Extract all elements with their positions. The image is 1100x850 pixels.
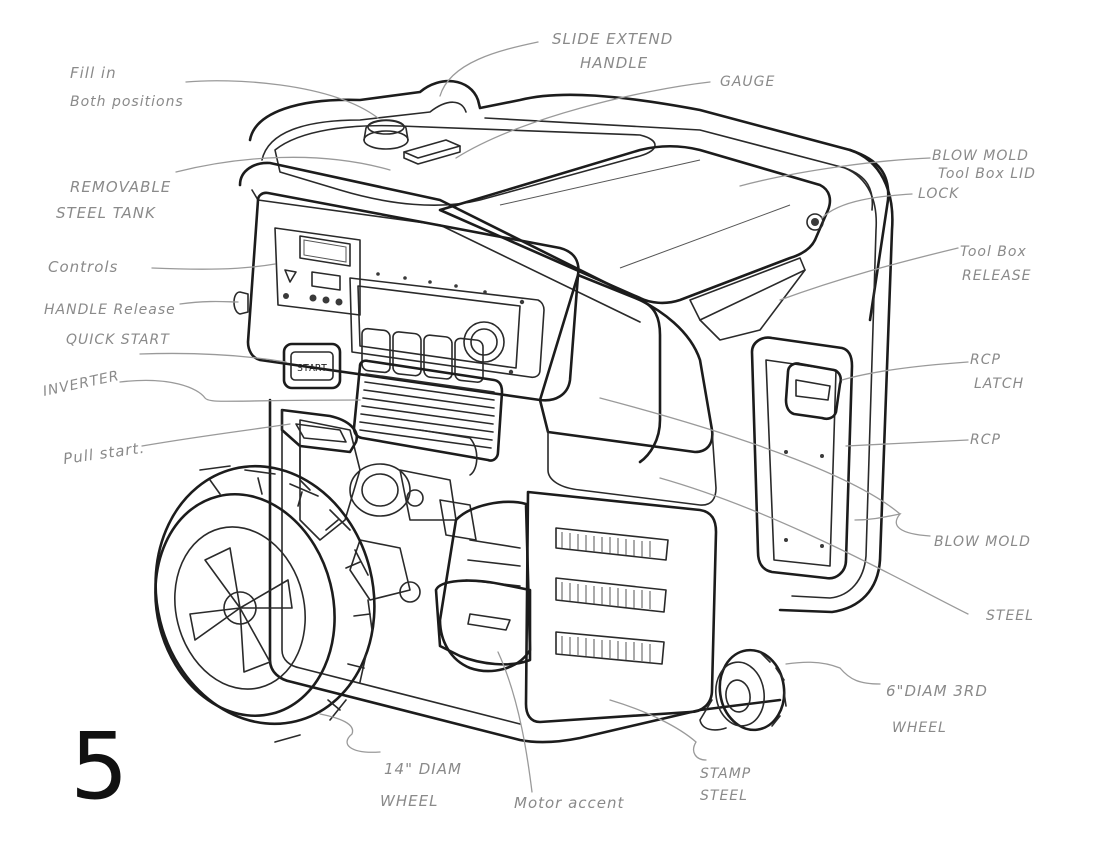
toolbox-lid [438, 144, 832, 305]
label-steel: STEEL [986, 608, 1034, 624]
label-steel-tank: STEEL TANK [56, 204, 156, 222]
label-blowmold: BLOW MOLD [934, 534, 1031, 550]
removable-steel-tank [274, 124, 656, 206]
label-both-positions: Both positions [70, 94, 184, 110]
label-wheel-14-1: 14" DIAM [384, 760, 462, 778]
lock [806, 213, 824, 231]
stamp-steel-vents [555, 527, 669, 665]
label-fill-in: Fill in [70, 64, 117, 82]
stamp-steel-guard [524, 490, 718, 724]
leader-lines [119, 41, 969, 793]
label-slide-extend: SLIDE EXTEND [552, 30, 673, 48]
quick-start-button: START [282, 342, 342, 390]
front-frame [238, 161, 662, 464]
controls [274, 227, 361, 316]
label-third-wheel-2: WHEEL [892, 720, 947, 736]
inverter-vent [352, 359, 504, 462]
blowmold-body [538, 273, 714, 454]
label-quick-start: QUICK START [66, 332, 170, 348]
label-rcp-latch-1: RCP [970, 352, 1001, 368]
generator-drawing: START [154, 79, 894, 744]
label-handle-release: HANDLE Release [44, 302, 176, 318]
label-lock: LOCK [918, 186, 960, 202]
label-rcp-latch-2: LATCH [974, 376, 1024, 392]
handle-release [233, 291, 249, 315]
gauge [403, 139, 461, 165]
control-housing [246, 191, 580, 402]
label-motor-accent: Motor accent [514, 794, 625, 812]
rcp-latch [784, 362, 843, 421]
label-gauge: GAUGE [720, 74, 775, 90]
third-wheel [699, 648, 787, 732]
label-blowmold-lid-1: BLOW MOLD [932, 148, 1029, 164]
pull-start [280, 408, 359, 491]
base-frame [268, 398, 782, 744]
label-wheel-14-2: WHEEL [380, 792, 438, 810]
label-toolbox-release-1: Tool Box [960, 244, 1027, 260]
label-removable: REMOVABLE [70, 178, 171, 196]
label-controls: Controls [48, 258, 118, 276]
slide-extend-handle [248, 79, 890, 322]
fuel-cap [363, 119, 409, 150]
label-third-wheel-1: 6"DIAM 3RD [886, 682, 988, 700]
label-stamp-steel-2: STEEL [700, 788, 748, 804]
rcp-panel [750, 336, 854, 580]
right-frame [778, 148, 894, 614]
label-inverter: INVERTER [42, 368, 122, 400]
motor-accent [434, 500, 532, 673]
label-rcp: RCP [970, 432, 1001, 448]
label-handle: HANDLE [580, 54, 648, 72]
large-wheel [154, 464, 376, 743]
start-label: START [297, 363, 327, 374]
label-toolbox-release-2: RELEASE [962, 268, 1032, 284]
label-pull-start: Pull start. [62, 439, 146, 468]
sheet-number: 5 [70, 713, 129, 820]
outlet-panel [349, 272, 545, 383]
annotations: Fill in Both positions SLIDE EXTEND HAND… [42, 30, 1036, 820]
label-stamp-steel-1: STAMP [700, 766, 751, 782]
label-blowmold-lid-2: Tool Box LID [938, 166, 1036, 182]
